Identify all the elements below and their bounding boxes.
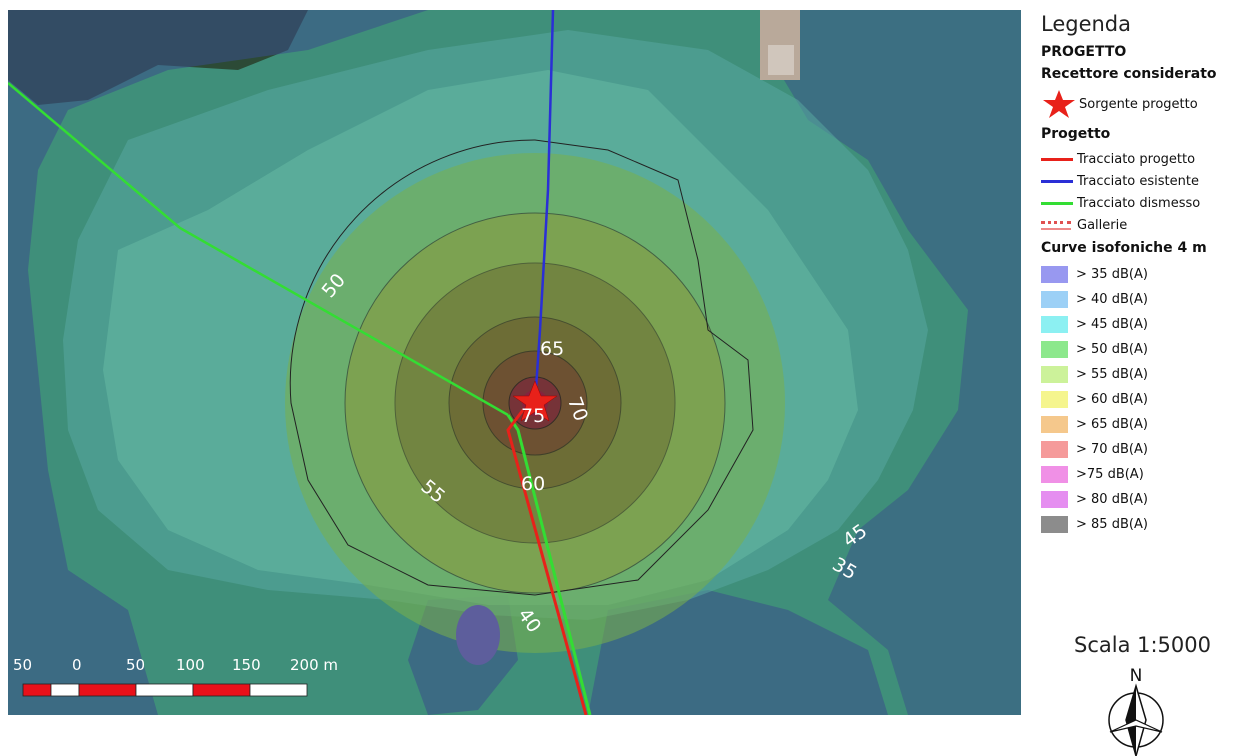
color-swatch bbox=[1041, 516, 1068, 533]
color-swatch bbox=[1041, 491, 1068, 508]
legend-label: > 50 dB(A) bbox=[1076, 342, 1148, 357]
legend-row-line: Tracciato progetto bbox=[1041, 148, 1247, 170]
isophone-35-zone bbox=[768, 10, 1021, 715]
legend-label: > 70 dB(A) bbox=[1076, 442, 1148, 457]
sorgente-progetto-star[interactable] bbox=[512, 380, 558, 422]
isophone-legend-item: > 85 dB(A) bbox=[1041, 512, 1247, 537]
isophone-legend-item: > 35 dB(A) bbox=[1041, 262, 1247, 287]
legend-label: Tracciato progetto bbox=[1077, 151, 1196, 167]
legend-section-progetto2: Progetto bbox=[1041, 126, 1111, 142]
legend-label: > 65 dB(A) bbox=[1076, 417, 1148, 432]
north-arrow-icon: N bbox=[1108, 666, 1164, 756]
legend-label: Tracciato esistente bbox=[1077, 173, 1199, 189]
scale-label: Scala 1:5000 bbox=[1074, 633, 1212, 657]
color-swatch bbox=[1041, 366, 1068, 383]
building bbox=[768, 45, 794, 75]
contour-label: 75 bbox=[521, 405, 545, 427]
color-swatch bbox=[1041, 291, 1068, 308]
legend-row-source: Sorgente progetto bbox=[1041, 88, 1247, 120]
isophone-35-zone bbox=[588, 590, 888, 715]
legend-label: >75 dB(A) bbox=[1076, 467, 1144, 482]
color-swatch bbox=[1041, 441, 1068, 458]
color-swatch bbox=[1041, 466, 1068, 483]
noise-map[interactable]: 50 65 75 70 55 60 45 35 40 50 0 50 100 1… bbox=[8, 10, 1021, 715]
scale-tick-label: 50 bbox=[13, 656, 32, 674]
isophone-legend-item: > 65 dB(A) bbox=[1041, 412, 1247, 437]
legend-label: > 80 dB(A) bbox=[1076, 492, 1148, 507]
line-swatch bbox=[1041, 201, 1073, 205]
line-swatch bbox=[1041, 179, 1073, 183]
color-swatch bbox=[1041, 391, 1068, 408]
pond bbox=[456, 605, 500, 665]
legend-label: Gallerie bbox=[1077, 217, 1128, 233]
contour-label: 60 bbox=[521, 473, 545, 495]
color-swatch bbox=[1041, 416, 1068, 433]
legend-row-line: Tracciato dismesso bbox=[1041, 192, 1247, 214]
tracciato-dismesso bbox=[506, 414, 592, 715]
legend-label: Tracciato dismesso bbox=[1077, 195, 1201, 211]
color-swatch bbox=[1041, 341, 1068, 358]
legend-label: > 45 dB(A) bbox=[1076, 317, 1148, 332]
legend-label: > 40 dB(A) bbox=[1076, 292, 1148, 307]
legend-section-recettore: Recettore considerato bbox=[1041, 66, 1217, 82]
legend-title: Legenda bbox=[1041, 12, 1132, 36]
color-swatch bbox=[1041, 316, 1068, 333]
scale-tick-label: 50 bbox=[126, 656, 145, 674]
isophone-legend-item: > 80 dB(A) bbox=[1041, 487, 1247, 512]
isophone-legend-item: > 70 dB(A) bbox=[1041, 437, 1247, 462]
scale-tick-label: 0 bbox=[72, 656, 82, 674]
isophone-50-outline bbox=[289, 139, 754, 596]
legend-label: > 60 dB(A) bbox=[1076, 392, 1148, 407]
scale-tick-label: 100 bbox=[176, 656, 205, 674]
color-swatch bbox=[1041, 266, 1068, 283]
scale-bar: 50 0 50 100 150 200 m bbox=[13, 656, 338, 697]
legend-label: > 35 dB(A) bbox=[1076, 267, 1148, 282]
tracciato-dismesso bbox=[8, 82, 509, 417]
isophone-legend-item: > 45 dB(A) bbox=[1041, 312, 1247, 337]
legend-label: > 55 dB(A) bbox=[1076, 367, 1148, 382]
star-icon bbox=[1043, 90, 1075, 118]
isophone-legend-list: > 35 dB(A) > 40 dB(A) > 45 dB(A) > 50 dB… bbox=[1041, 262, 1247, 537]
scale-tick-label: 200 m bbox=[290, 656, 338, 674]
contour-label: 65 bbox=[540, 338, 564, 360]
legend-row-gallerie: Gallerie bbox=[1041, 214, 1247, 236]
legend-label: > 85 dB(A) bbox=[1076, 517, 1148, 532]
legend-row-line: Tracciato esistente bbox=[1041, 170, 1247, 192]
isophone-35-zone bbox=[8, 10, 428, 715]
legend: Legenda PROGETTO Recettore considerato S… bbox=[1041, 10, 1247, 756]
isophone-legend-item: >75 dB(A) bbox=[1041, 462, 1247, 487]
isophone-legend-item: > 40 dB(A) bbox=[1041, 287, 1247, 312]
gallery-swatch bbox=[1041, 220, 1071, 230]
north-label: N bbox=[1130, 666, 1143, 686]
isophone-legend-item: > 55 dB(A) bbox=[1041, 362, 1247, 387]
tracciato-esistente bbox=[533, 10, 555, 404]
isophone-legend-item: > 50 dB(A) bbox=[1041, 337, 1247, 362]
line-swatch bbox=[1041, 157, 1073, 161]
tracciato-progetto bbox=[506, 409, 588, 715]
legend-section-progetto: PROGETTO bbox=[1041, 44, 1127, 60]
legend-label: Sorgente progetto bbox=[1079, 96, 1198, 112]
isophone-legend-item: > 60 dB(A) bbox=[1041, 387, 1247, 412]
legend-section-curve: Curve isofoniche 4 m bbox=[1041, 240, 1207, 256]
scale-tick-label: 150 bbox=[232, 656, 261, 674]
